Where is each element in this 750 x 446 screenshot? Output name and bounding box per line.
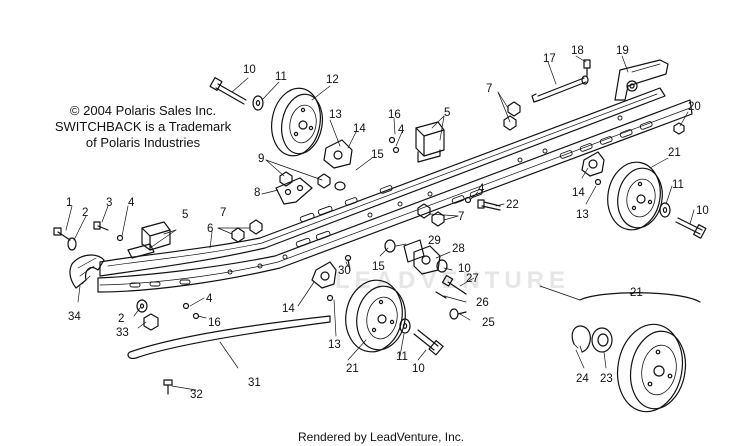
- rail-holes: [227, 115, 623, 275]
- lower-rail: [97, 99, 693, 293]
- callout-7: 7: [220, 207, 226, 219]
- rail-assembly: [97, 59, 693, 293]
- callout-10: 10: [243, 64, 256, 76]
- callout-4b: 4: [128, 197, 135, 209]
- idler-wheel-right: [607, 161, 663, 231]
- callout-27: 27: [466, 273, 479, 285]
- callout-12: 12: [326, 74, 339, 86]
- callout-29: 29: [428, 235, 441, 247]
- trademark-line: of Polaris Industries: [85, 135, 201, 150]
- callout-14c: 14: [282, 303, 295, 315]
- callout-11c: 11: [396, 351, 408, 363]
- callout-31: 31: [248, 377, 261, 389]
- callout-30: 30: [338, 265, 351, 277]
- callout-14b: 14: [572, 187, 585, 199]
- callout-10c: 10: [412, 363, 425, 375]
- leader-lines: [65, 55, 695, 391]
- callout-11: 11: [275, 71, 287, 83]
- callout-23: 23: [600, 373, 613, 385]
- callout-20: 20: [688, 101, 701, 113]
- callout-13: 13: [329, 109, 342, 121]
- callout-22: 22: [506, 199, 519, 211]
- callout-21c: 21: [630, 287, 643, 299]
- callout-2: 2: [82, 207, 88, 219]
- callout-33: 33: [116, 327, 129, 339]
- bolts: [53, 59, 707, 395]
- snap-ring: [571, 325, 591, 353]
- callout-5b: 5: [182, 209, 188, 221]
- callout-1: 1: [66, 197, 72, 209]
- front-tip: [69, 254, 105, 289]
- detail-bracket: [579, 292, 701, 303]
- callout-7c: 7: [486, 83, 492, 95]
- callout-34: 34: [68, 311, 81, 323]
- callout-13c: 13: [328, 339, 341, 351]
- rear-bracket: [614, 59, 669, 101]
- callout-3: 3: [106, 197, 112, 209]
- bushing-assembly: [384, 239, 467, 320]
- wear-strip: [127, 315, 331, 359]
- callout-8: 8: [254, 187, 260, 199]
- callout-9: 9: [258, 153, 264, 165]
- idler-wheel-top: [271, 87, 323, 157]
- callout-24: 24: [576, 373, 589, 385]
- callout-13b: 13: [576, 209, 589, 221]
- callout-21b: 21: [346, 363, 359, 375]
- washers: [67, 95, 671, 334]
- callout-10b: 10: [696, 205, 709, 217]
- callout-11b: 11: [672, 179, 684, 191]
- rail-slots: [129, 121, 653, 288]
- callout-32: 32: [190, 389, 203, 401]
- callout-4c: 4: [478, 183, 485, 195]
- wheel-detail: [571, 292, 701, 413]
- plate: [275, 177, 313, 205]
- callout-15c: 15: [372, 261, 385, 273]
- upper-rail: [99, 87, 666, 277]
- callout-2b: 2: [118, 313, 124, 325]
- callout-4d: 4: [206, 293, 213, 305]
- callout-28: 28: [452, 243, 465, 255]
- bearing: [591, 327, 613, 353]
- callout-16: 16: [388, 109, 401, 121]
- callout-15b: 10: [458, 263, 471, 275]
- callout-21: 21: [668, 147, 681, 159]
- callout-19: 19: [616, 45, 629, 57]
- fasteners: [116, 101, 685, 331]
- callout-15: 15: [371, 149, 384, 161]
- axle-brackets: [311, 139, 605, 289]
- trademark-line: SWITCHBACK is a Trademark: [54, 119, 232, 134]
- callout-26: 26: [476, 297, 489, 309]
- callout-7b: 7: [458, 211, 464, 223]
- callout-labels: 10 11 12 13 14 16 4 5 15 9 8 7 6 5 4 3 1…: [66, 45, 709, 401]
- callout-18: 18: [571, 45, 584, 57]
- callout-5: 5: [444, 107, 450, 119]
- callout-17: 17: [543, 53, 556, 65]
- copyright-line: © 2004 Polaris Sales Inc.: [69, 103, 217, 118]
- footer-credit: Rendered by LeadVenture, Inc.: [298, 430, 465, 444]
- idler-wheel-lower: [345, 279, 406, 353]
- copyright-notice: © 2004 Polaris Sales Inc. SWITCHBACK is …: [52, 103, 234, 151]
- callout-4: 4: [398, 124, 405, 136]
- callout-14: 14: [353, 123, 366, 135]
- callout-25: 25: [482, 317, 495, 329]
- callout-16b: 16: [208, 317, 221, 329]
- callout-6: 6: [207, 223, 213, 235]
